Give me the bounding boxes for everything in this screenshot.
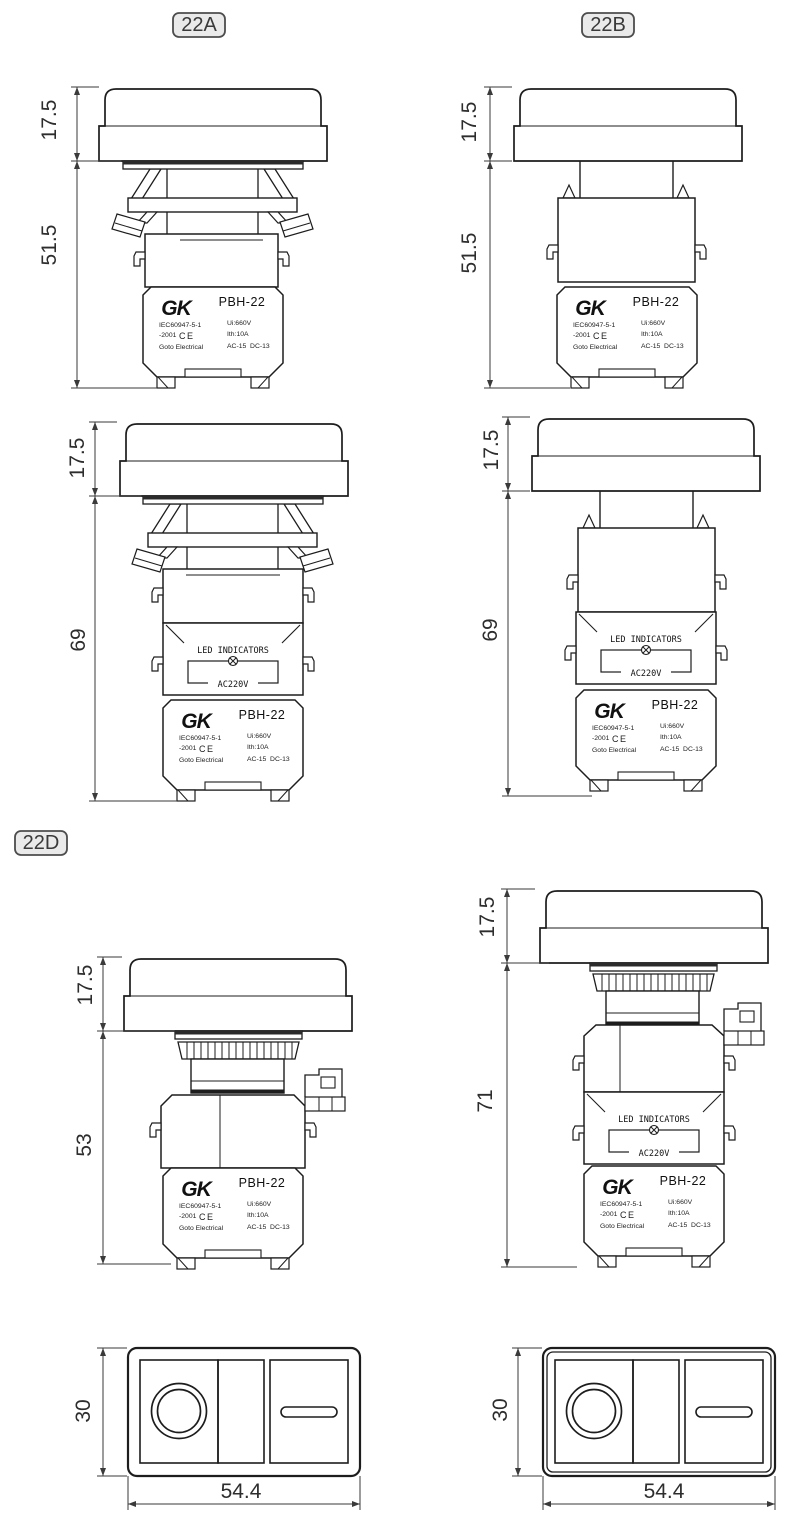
drawing-22b-led: 17.5 69 xyxy=(479,416,761,797)
dim-front-left-width-label: 54.4 xyxy=(221,1480,262,1503)
dim-front-left-height xyxy=(97,1347,127,1477)
dim-b2-body-label: 69 xyxy=(479,618,502,641)
drawing-22d-basic: 17.5 53 xyxy=(73,956,353,1270)
badge-22a-label: 22A xyxy=(181,14,217,36)
dim-a1-body xyxy=(71,161,157,389)
badge-22b: 22B xyxy=(581,12,635,38)
dim-a2-body xyxy=(89,496,177,802)
dim-b2-body xyxy=(502,491,592,797)
drawing-front-view-right: 30 54.4 xyxy=(489,1346,777,1510)
dim-a2-head-label: 17.5 xyxy=(66,438,89,479)
switch-body xyxy=(162,568,304,624)
dim-d1-head-label: 17.5 xyxy=(74,965,97,1006)
dim-b1-head-label: 17.5 xyxy=(458,102,481,143)
dim-a2-body-label: 69 xyxy=(67,628,90,651)
dim-a1-head-label: 17.5 xyxy=(38,100,61,141)
switch-body xyxy=(583,1024,725,1093)
dim-b2-head xyxy=(502,416,530,492)
dim-d2-head xyxy=(501,888,549,964)
dim-front-left-width xyxy=(127,1476,361,1510)
badge-22b-label: 22B xyxy=(590,14,626,36)
dim-front-right-width xyxy=(542,1476,776,1510)
connector-bar xyxy=(304,1096,346,1112)
dim-d1-body xyxy=(97,1031,171,1265)
dim-d1-body-label: 53 xyxy=(73,1133,96,1156)
drawing-22a-led: 17.5 69 xyxy=(66,421,349,802)
dim-front-left-height-label: 30 xyxy=(72,1399,95,1422)
dim-front-right-height-label: 30 xyxy=(489,1398,512,1421)
dim-b2-head-label: 17.5 xyxy=(480,430,503,471)
drawing-22b-basic: 17.5 51.5 xyxy=(458,86,743,389)
drawing-22d-led: 17.5 71 xyxy=(474,888,769,1268)
badge-22d: 22D xyxy=(14,830,68,856)
dim-a1-body-label: 51.5 xyxy=(38,225,61,266)
dim-b1-head xyxy=(484,86,512,162)
badge-22d-label: 22D xyxy=(23,832,60,854)
switch-body xyxy=(160,1094,306,1169)
drawing-22a-basic: 17.5 51.5 xyxy=(38,86,328,389)
dim-front-right-height xyxy=(512,1347,542,1477)
dim-d2-head-label: 17.5 xyxy=(476,897,499,938)
dim-b1-body xyxy=(484,161,570,389)
dim-d2-body xyxy=(501,963,577,1268)
dim-d2-body-label: 71 xyxy=(474,1089,497,1112)
badge-22a: 22A xyxy=(172,12,226,38)
faceplate-inner-border xyxy=(546,1351,772,1473)
drawing-front-view-left: 30 54.4 xyxy=(72,1346,362,1510)
dim-d1-head xyxy=(97,956,175,1032)
dim-front-right-width-label: 54.4 xyxy=(644,1480,685,1503)
switch-body xyxy=(144,233,279,288)
dim-a2-head xyxy=(89,421,141,497)
dim-a1-head xyxy=(71,86,121,162)
connector-bar xyxy=(723,1030,765,1046)
dim-b1-body-label: 51.5 xyxy=(458,233,481,274)
